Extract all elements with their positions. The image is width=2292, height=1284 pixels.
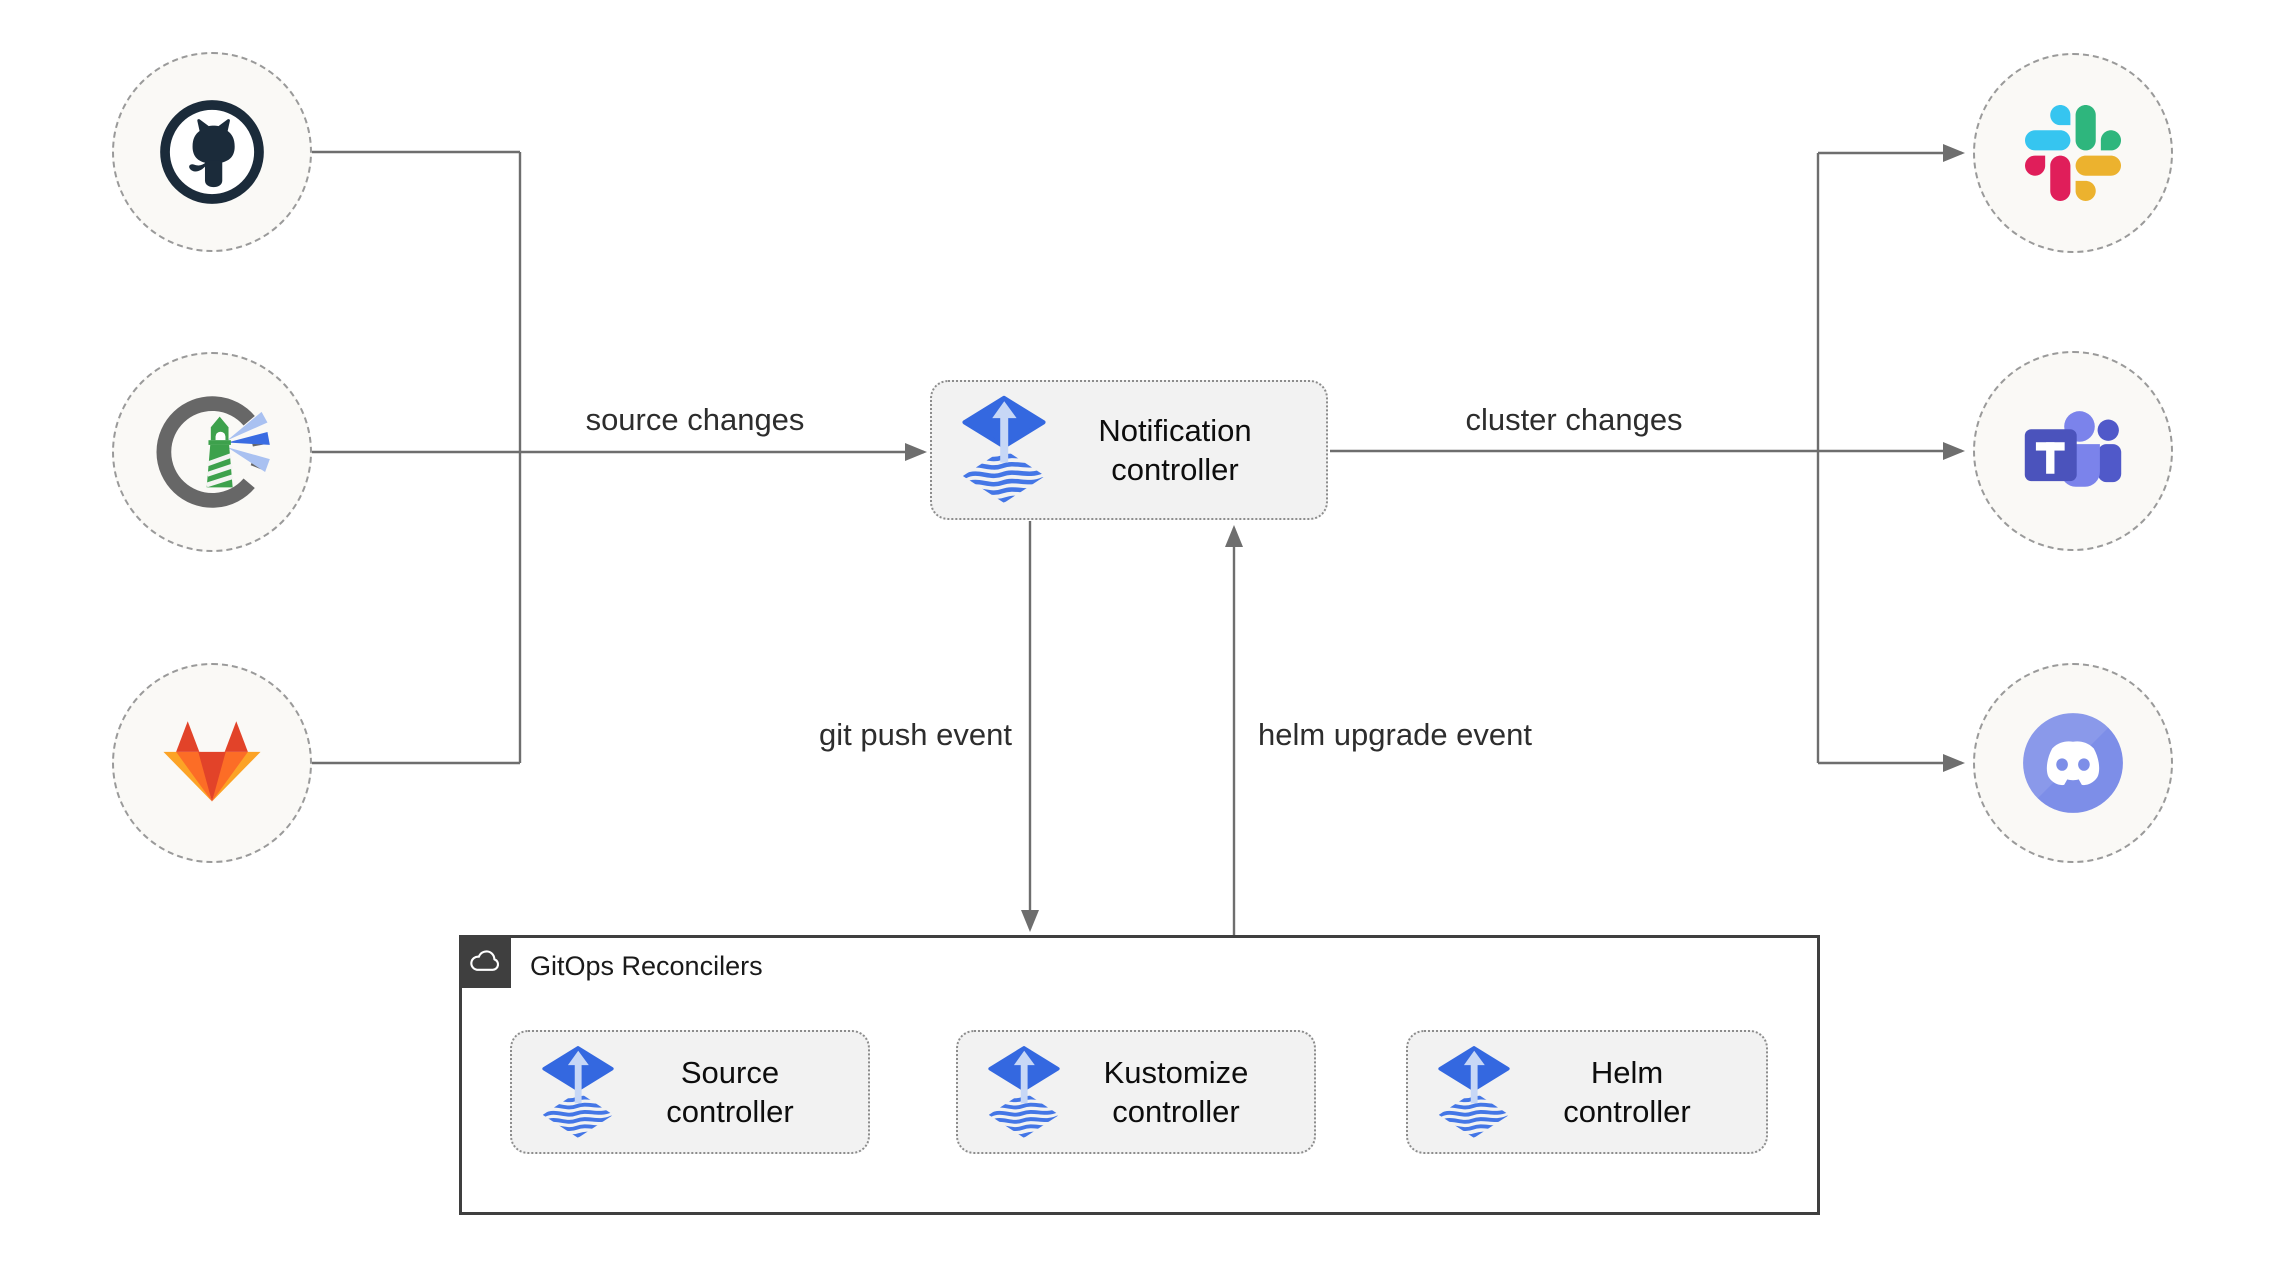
helm-controller-label: Helm controller bbox=[1510, 1053, 1744, 1131]
group-tab bbox=[459, 935, 511, 988]
label-line2: controller bbox=[1112, 1094, 1240, 1129]
discord-node bbox=[1973, 663, 2173, 863]
edge-label-helm-upgrade-event: helm upgrade event bbox=[1258, 717, 1533, 752]
label-line2: controller bbox=[1563, 1094, 1691, 1129]
github-node bbox=[112, 52, 312, 252]
label-line1: Helm bbox=[1590, 1055, 1664, 1090]
gitops-reconcilers-group: GitOps Reconcilers Source controller Kus… bbox=[459, 935, 1820, 1215]
source-controller-label: Source controller bbox=[614, 1053, 846, 1131]
gitlab-node bbox=[112, 663, 312, 863]
cloud-icon bbox=[468, 945, 502, 979]
gitlab-icon bbox=[159, 716, 265, 811]
slack-icon bbox=[2025, 105, 2121, 201]
label-line1: Notification bbox=[1098, 413, 1252, 448]
flux-icon bbox=[962, 395, 1046, 505]
label-line2: controller bbox=[1111, 452, 1239, 487]
notification-controller-label: Notification controller bbox=[1046, 411, 1304, 489]
label-line1: Kustomize bbox=[1103, 1055, 1249, 1090]
flux-icon bbox=[542, 1045, 614, 1140]
kustomize-controller-label: Kustomize controller bbox=[1060, 1053, 1292, 1131]
edge-label-source-changes: source changes bbox=[585, 402, 805, 437]
discord-icon bbox=[2021, 711, 2125, 815]
edge-label-git-push-event: git push event bbox=[818, 717, 1012, 752]
edge-label-cluster-changes: cluster changes bbox=[1465, 402, 1683, 437]
flux-icon bbox=[1438, 1045, 1510, 1140]
harbor-icon bbox=[153, 393, 271, 511]
slack-node bbox=[1973, 53, 2173, 253]
label-line2: controller bbox=[666, 1094, 794, 1129]
teams-icon bbox=[2022, 405, 2124, 498]
teams-node bbox=[1973, 351, 2173, 551]
kustomize-controller-box: Kustomize controller bbox=[956, 1030, 1316, 1154]
github-icon bbox=[158, 98, 266, 206]
source-controller-box: Source controller bbox=[510, 1030, 870, 1154]
label-line1: Source bbox=[680, 1055, 780, 1090]
notification-controller-box: Notification controller bbox=[930, 380, 1328, 520]
harbor-node bbox=[112, 352, 312, 552]
flux-icon bbox=[988, 1045, 1060, 1140]
helm-controller-box: Helm controller bbox=[1406, 1030, 1768, 1154]
group-title: GitOps Reconcilers bbox=[530, 951, 763, 981]
